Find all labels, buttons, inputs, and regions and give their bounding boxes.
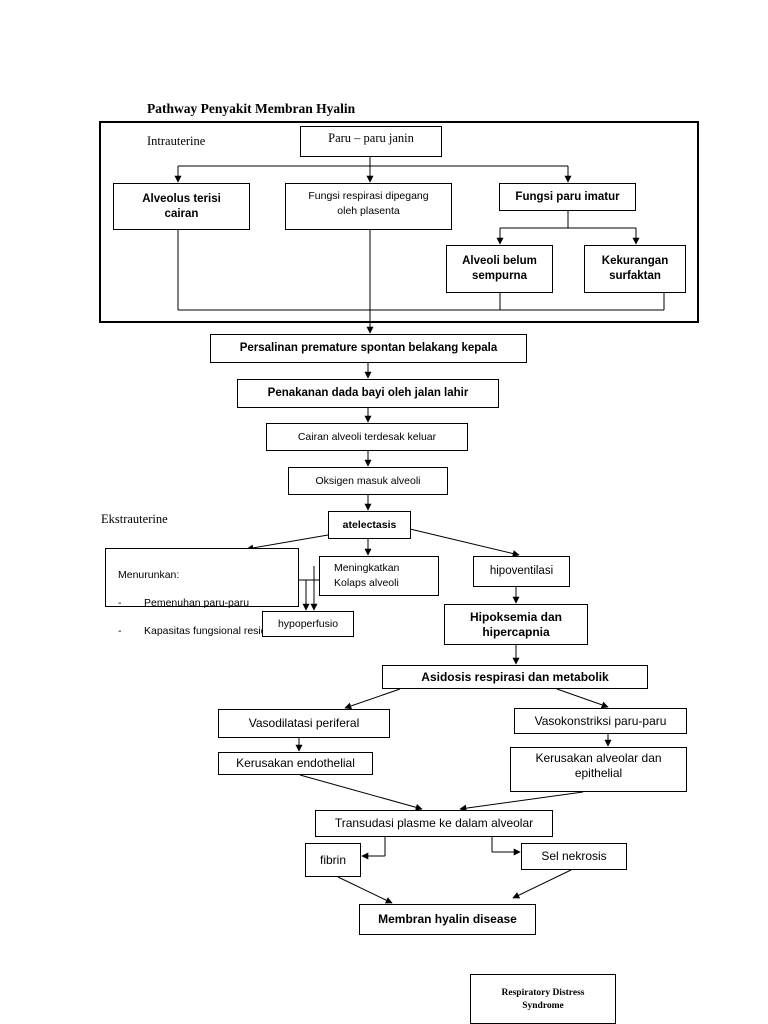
- node-kerusakan-alveolar: Kerusakan alveolar dan epithelial: [510, 747, 687, 792]
- node-hypoperfusio: hypoperfusio: [262, 611, 354, 637]
- section-label-intrauterine: Intrauterine: [147, 134, 206, 148]
- menurunkan-item: -Pemenuhan paru-paru: [118, 597, 250, 609]
- node-sel-nekrosis: Sel nekrosis: [521, 843, 627, 870]
- intrauterine-frame: [99, 121, 699, 323]
- menurunkan-item: -Kapasitas fungsional residu: [118, 625, 273, 637]
- node-hipoksemia-hipercapnia: Hipoksemia dan hipercapnia: [444, 604, 588, 645]
- section-label-ekstrauterine: Ekstrauterine: [101, 512, 168, 526]
- arrow-to-vasokonstriksi: [556, 688, 609, 709]
- node-oksigen-masuk: Oksigen masuk alveoli: [288, 467, 448, 495]
- node-menurunkan: Menurunkan: -Pemenuhan paru-paru -Kapasi…: [105, 548, 299, 637]
- node-hipoventilasi: hipoventilasi: [473, 556, 570, 587]
- arrow-to-menurunkan: [246, 534, 329, 552]
- menurunkan-heading: Menurunkan:: [118, 569, 180, 581]
- arrow-to-hipoventilasi: [409, 528, 520, 557]
- arrow-to-vasodilatasi: [344, 688, 401, 710]
- node-cairan-terdesak: Cairan alveoli terdesak keluar: [266, 423, 468, 451]
- node-kerusakan-endothelial: Kerusakan endothelial: [218, 752, 373, 775]
- diagram-title: Pathway Penyakit Membran Hyalin: [147, 101, 356, 116]
- node-fungsi-paru-imatur: Fungsi paru imatur: [499, 183, 636, 211]
- node-fungsi-respirasi-plasenta: Fungsi respirasi dipegang oleh plasenta: [285, 183, 452, 230]
- node-persalinan-premature: Persalinan premature spontan belakang ke…: [210, 334, 527, 363]
- node-penekanan-dada: Penakanan dada bayi oleh jalan lahir: [237, 379, 499, 408]
- arrow-to-membran-hyalin: [512, 869, 572, 899]
- node-kekurangan-surfaktan: Kekurangan surfaktan: [584, 245, 686, 293]
- node-membran-hyalin: Membran hyalin disease: [359, 904, 536, 935]
- node-meningkatkan-kolaps: Meningkatkan Kolaps alveoli: [319, 556, 439, 596]
- node-vasokonstriksi: Vasokonstriksi paru-paru: [514, 708, 687, 734]
- node-paru-janin: Paru – paru janin: [300, 126, 442, 157]
- node-asidosis: Asidosis respirasi dan metabolik: [382, 665, 648, 689]
- node-atelectasis: atelectasis: [328, 511, 411, 539]
- arrow-to-membran-hyalin: [337, 876, 393, 904]
- node-respiratory-distress-syndrome: Respiratory Distress Syndrome: [470, 974, 616, 1024]
- arrow-to-transudasi: [299, 774, 423, 811]
- node-fibrin: fibrin: [305, 843, 361, 877]
- node-vasodilatasi: Vasodilatasi periferal: [218, 709, 390, 738]
- node-alveoli-belum-sempurna: Alveoli belum sempurna: [446, 245, 553, 293]
- arrow-to-transudasi: [459, 791, 584, 812]
- node-alveolus-cairan: Alveolus terisi cairan: [113, 183, 250, 230]
- node-transudasi: Transudasi plasme ke dalam alveolar: [315, 810, 553, 837]
